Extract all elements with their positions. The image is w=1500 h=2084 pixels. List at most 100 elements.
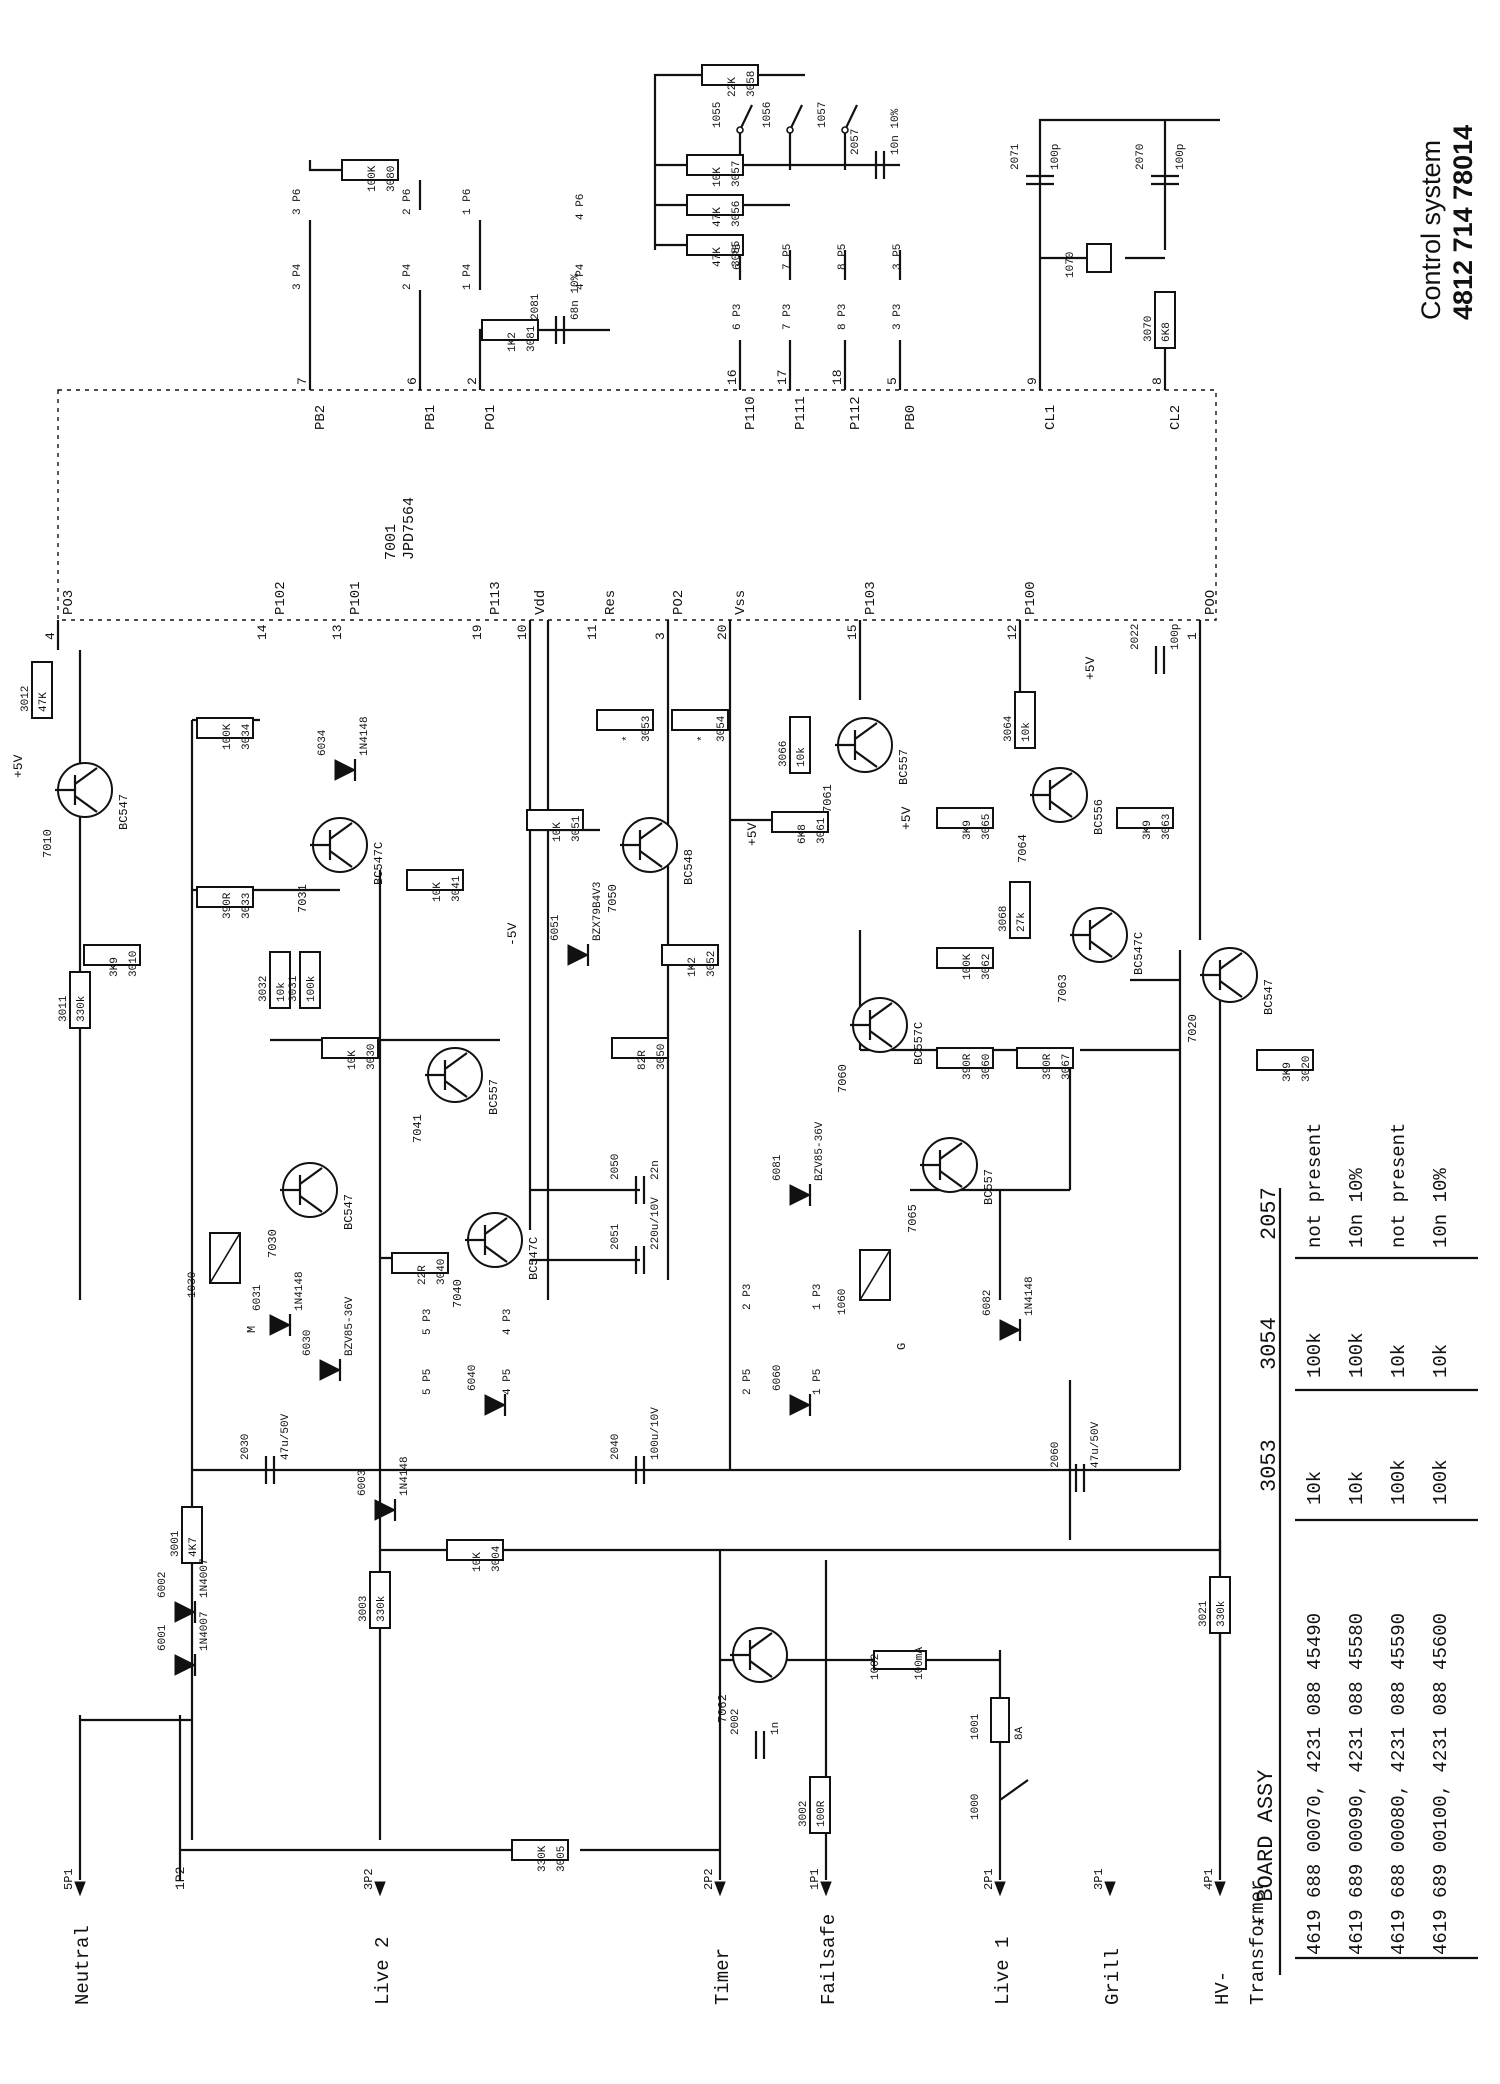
assy-row-3053: 10k (1346, 1471, 1368, 1505)
resistor-ref: 3032 (258, 976, 270, 1002)
transistor-type: BC557 (982, 1169, 996, 1205)
components: 7010BC5477031BC547C7041BC5577030BC547704… (20, 64, 1314, 1872)
switch-ref: 1055 (712, 102, 724, 128)
transistor-7063: 7063 BC547C (1056, 907, 1146, 1003)
ic-top-pin-num: 17 (775, 369, 790, 385)
resistor-value: 100K (962, 953, 974, 980)
plus5v-label-4: +5V (1083, 656, 1098, 680)
ic-bottom-pin-num: 1 (1185, 632, 1200, 640)
resistor-value: 1K2 (507, 332, 519, 352)
terminal-label: Timer (712, 1948, 734, 2005)
resistor-value: 82R (637, 1050, 649, 1070)
capacitor-ref: 2022 (1130, 624, 1142, 650)
ic-bottom-pin-name: PO3 (61, 590, 77, 615)
ic-top-pin-name: P112 (848, 396, 864, 430)
terminal-label: Neutral (72, 1925, 94, 2005)
resistor-3053: *3053 (596, 709, 654, 742)
capacitor-value: 1n (770, 1722, 782, 1735)
diode-type: 1N4148 (294, 1271, 306, 1311)
pin-header-label: 4 P4 (575, 263, 587, 290)
pin-header-label: 1 P6 (462, 189, 474, 215)
pin-header-label: 6 P5 (732, 244, 744, 270)
diode-ref: 6034 (317, 729, 329, 756)
pin-header-label: 6 P3 (732, 304, 744, 330)
terminal-pin: 2P2 (702, 1868, 716, 1890)
resistor-ref: 3020 (1301, 1056, 1313, 1082)
resistor-ref: 3053 (641, 716, 653, 742)
ic-top-pin-num: 7 (295, 377, 310, 385)
component-value: 100mA (914, 1647, 926, 1680)
pin-header-label: 3 P3 (892, 304, 904, 330)
terminal-label: Live 1 (992, 1937, 1014, 2005)
capacitor-value: 100p (1050, 144, 1062, 170)
capacitor-value: 220u/10V (650, 1197, 662, 1250)
capacitor-ref: 2070 (1135, 144, 1147, 170)
resistor-value: 10K (712, 167, 724, 187)
resistor-value: 47K (38, 692, 50, 712)
transistor-type: BC557 (897, 749, 911, 785)
resistor-ref: 3021 (1198, 1600, 1210, 1627)
resistor-value: 390R (222, 892, 234, 919)
ic-bottom-pin-num: 19 (470, 624, 485, 640)
assy-row: 4619 689 00090, 4231 088 4558010k100k10n… (1346, 1168, 1368, 1955)
diode-type: 1N4007 (199, 1611, 211, 1651)
resistor-value: 330k (76, 995, 88, 1022)
resistor-ref: 3005 (556, 1846, 568, 1872)
extra-pin: 1P2 (173, 1867, 188, 1890)
board-assy-table: * BOARD ASSY 3053 3054 2057 4619 688 000… (1254, 1123, 1478, 1975)
resistor-ref: 3065 (981, 814, 993, 840)
ic-top-pin-num: 9 (1025, 377, 1040, 385)
transistor-type: BC547C (1132, 932, 1146, 975)
transistor-ref: 7063 (1056, 974, 1070, 1003)
plus5v-label-3: +5V (899, 806, 914, 830)
ic-top-pin-num: 2 (465, 377, 480, 385)
ic-bottom-pin-name: P113 (488, 581, 504, 615)
resistor-value: 4K7 (188, 1537, 200, 1557)
ic-top-pin-name: P110 (743, 396, 759, 430)
diode-ref: 6031 (252, 1284, 264, 1311)
ic-top-pin-num: 8 (1150, 377, 1165, 385)
resistor-value: * (697, 735, 709, 742)
resistor-value: 1K2 (687, 957, 699, 977)
transistor-type: BC557C (912, 1022, 926, 1065)
terminal-pin: 3P1 (1092, 1868, 1106, 1890)
resistor-value: 10K (347, 1050, 359, 1070)
resistor-ref: 3066 (778, 741, 790, 767)
wiring (56, 620, 1222, 1880)
ic-bottom-pin-num: 14 (255, 624, 270, 640)
resistor-ref: 3081 (526, 325, 538, 352)
component-1000: 1000 (970, 1779, 1029, 1820)
resistor-ref: 3052 (706, 951, 718, 977)
assy-rows: 4619 688 00070, 4231 088 4549010k100knot… (1304, 1123, 1452, 1955)
pin-header-label: 8 P5 (837, 244, 849, 270)
terminal-pin: 2P1 (982, 1868, 996, 1890)
resistor-ref: 3011 (58, 995, 70, 1022)
ic-top-pin-num: 16 (725, 369, 740, 385)
assy-row: 4619 689 00100, 4231 088 45600100k10k10n… (1430, 1168, 1452, 1955)
resistor-ref: 3061 (816, 817, 828, 844)
diode-type: 1N4148 (1024, 1276, 1036, 1316)
diode-type: BZX79B4V3 (592, 882, 604, 941)
resistor-value: 330K (537, 1845, 549, 1872)
pin-header-label: 3 P6 (292, 189, 304, 215)
component-ref: 1002 (870, 1654, 882, 1680)
ic-outline (57, 389, 1217, 621)
